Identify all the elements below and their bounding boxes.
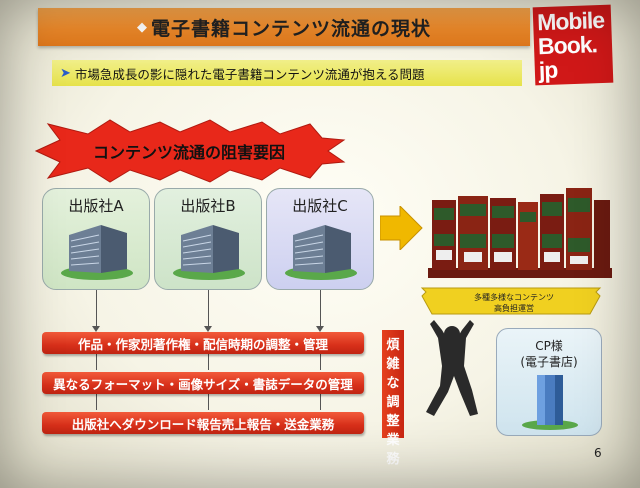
title-bar: ◆ 電子書籍コンテンツ流通の現状	[38, 8, 530, 46]
publisher-c-label: 出版社C	[292, 197, 348, 215]
cp-label: CP様	[535, 339, 563, 353]
logo-line-3: jp	[538, 56, 558, 84]
office-building-icon	[285, 225, 357, 280]
page-number: 6	[594, 446, 602, 460]
tower-building-icon	[522, 375, 578, 430]
arrow-down-icon	[204, 326, 212, 332]
publisher-c-card: 出版社C	[266, 188, 374, 290]
burden-line-2: 高負担運営	[494, 304, 534, 313]
burden-label: 多種多様なコンテンツ 高負担運営	[440, 292, 588, 314]
connector-line	[96, 394, 97, 410]
cp-sublabel: (電子書店)	[520, 355, 578, 369]
slide-title: 電子書籍コンテンツ流通の現状	[150, 17, 431, 40]
connector-line	[96, 354, 97, 370]
publisher-b-card: 出版社B	[154, 188, 262, 290]
publisher-a-card: 出版社A	[42, 188, 150, 290]
books-stack-image	[428, 188, 612, 278]
arrow-right-icon	[380, 206, 423, 250]
publisher-a-label: 出版社A	[68, 197, 124, 215]
troubled-person-icon	[426, 320, 478, 416]
complex-char: 整	[386, 414, 400, 429]
logo-line-1: Mobile	[536, 6, 605, 36]
cp-bookstore-card: CP様 (電子書店)	[496, 328, 602, 436]
slide-subtitle: 市場急成長の影に隠れた電子書籍コンテンツ流通が抱える問題	[74, 66, 425, 82]
mobilebook-logo: Mobile Book. jp	[532, 4, 614, 86]
complex-char: 煩	[386, 338, 400, 353]
connector-line	[208, 290, 209, 330]
burden-line-1: 多種多様なコンテンツ	[474, 293, 554, 302]
connector-line	[208, 394, 209, 410]
connector-line	[320, 290, 321, 330]
complex-work-label: 煩 雑 な 調 整 業 務	[382, 330, 404, 467]
subtitle-bar: ➤ 市場急成長の影に隠れた電子書籍コンテンツ流通が抱える問題	[52, 60, 522, 86]
connector-line	[320, 354, 321, 370]
burden-banner-shape	[420, 287, 602, 315]
complex-char: 務	[386, 452, 400, 467]
obstacle-label: コンテンツ流通の阻害要因	[92, 143, 285, 162]
logo-line-2: Book.	[537, 31, 598, 60]
complex-char: な	[386, 376, 400, 391]
starburst-shape	[34, 119, 346, 183]
connector-line	[320, 394, 321, 410]
connector-line	[208, 354, 209, 370]
arrow-bullet-icon: ➤	[60, 65, 71, 81]
connector-line	[96, 290, 97, 330]
office-building-icon	[61, 225, 133, 280]
diamond-bullet-icon: ◆	[136, 19, 147, 35]
complex-char: 調	[386, 395, 400, 410]
task-bar-rights: 作品・作家別著作権・配信時期の調整・管理	[42, 332, 364, 354]
task-bar-formats: 異なるフォーマット・画像サイズ・書誌データの管理	[42, 372, 364, 394]
office-building-icon	[173, 225, 245, 280]
publisher-b-label: 出版社B	[180, 197, 236, 215]
arrow-down-icon	[92, 326, 100, 332]
complex-char: 業	[386, 433, 400, 448]
arrow-down-icon	[316, 326, 324, 332]
task-bar-reports: 出版社へダウンロード報告売上報告・送金業務	[42, 412, 364, 434]
complex-char: 雑	[386, 357, 400, 372]
